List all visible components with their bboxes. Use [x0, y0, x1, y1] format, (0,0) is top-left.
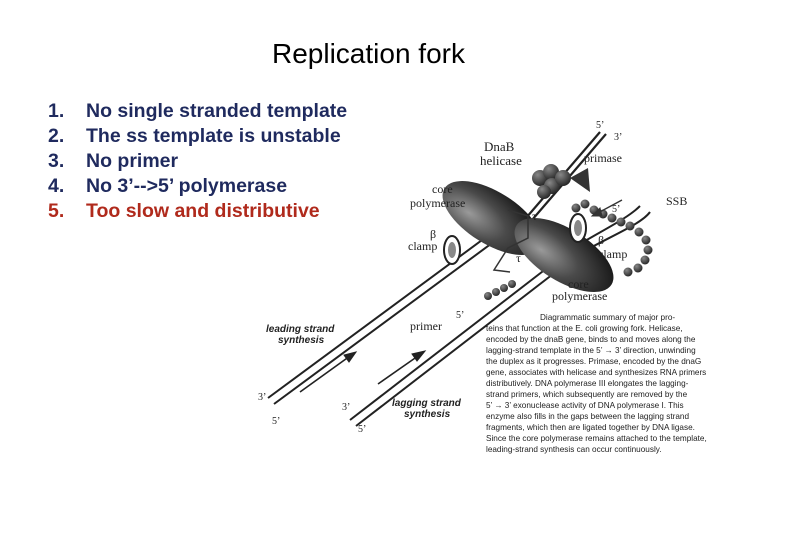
- leading-synthesis-arrow: [300, 352, 356, 392]
- helicase-label: helicase: [480, 153, 522, 168]
- core-label-1: core: [432, 182, 453, 196]
- end-5-top: 5’: [596, 120, 604, 131]
- caption-line: teins that function at the E. coli growi…: [486, 324, 683, 333]
- leading-label-2: synthesis: [278, 335, 325, 346]
- caption-line: leading-strand synthesis can occur conti…: [486, 445, 662, 454]
- caption-line: lagging-strand template in the 5’ → 3’ d…: [486, 346, 696, 355]
- figure-caption: Diagrammatic summary of major pro- teins…: [486, 313, 707, 454]
- lagging-label-1: lagging strand: [392, 398, 462, 409]
- end-3-left: 3’: [258, 392, 266, 403]
- caption-line: 5’ → 3’ exonuclease activity of DNA poly…: [486, 401, 684, 410]
- dnab-label: DnaB: [484, 139, 515, 154]
- end-5-left: 5’: [272, 416, 280, 427]
- tau-label-2: τ: [516, 251, 521, 265]
- caption-line: Diagrammatic summary of major pro-: [540, 313, 675, 322]
- dnab-helicase: [532, 164, 571, 199]
- end-5-mid: 5’: [612, 204, 620, 215]
- caption-line: the duplex as it progresses. Primase, en…: [486, 357, 701, 366]
- leading-label-1: leading strand: [266, 324, 335, 335]
- caption-line: strand primers, which subsequently are r…: [486, 390, 688, 399]
- end-5-bottom: 5’: [358, 424, 366, 435]
- primase-label: primase: [584, 151, 622, 165]
- end-5-primer: 5’: [456, 310, 464, 321]
- polymerase-label-2: polymerase: [552, 289, 607, 303]
- clamp-label-2: clamp: [598, 247, 627, 261]
- primer-label: primer: [410, 319, 442, 333]
- caption-line: encoded by the dnaB gene, binds to and m…: [486, 335, 696, 344]
- tau-label-1: τ: [532, 209, 537, 223]
- ssb-label: SSB: [666, 194, 687, 208]
- end-3-bottom: 3’: [342, 402, 350, 413]
- beta-clamp-left: [444, 236, 460, 264]
- caption-line: gene, associates with helicase and synth…: [486, 368, 706, 377]
- beta-clamp-right: [570, 214, 586, 242]
- end-3-top: 3’: [614, 132, 622, 143]
- caption-line: Since the core polymerase remains attach…: [486, 434, 707, 443]
- beta-label-2: β: [598, 233, 604, 247]
- lagging-label-2: synthesis: [404, 409, 451, 420]
- clamp-label-1: clamp: [408, 239, 437, 253]
- caption-line: fragments, which then are ligated togeth…: [486, 423, 695, 432]
- polymerase-label-1: polymerase: [410, 196, 465, 210]
- caption-line: enzyme also fills in the gaps between th…: [486, 412, 689, 421]
- caption-line: distributively. DNA polymerase III elong…: [486, 379, 689, 388]
